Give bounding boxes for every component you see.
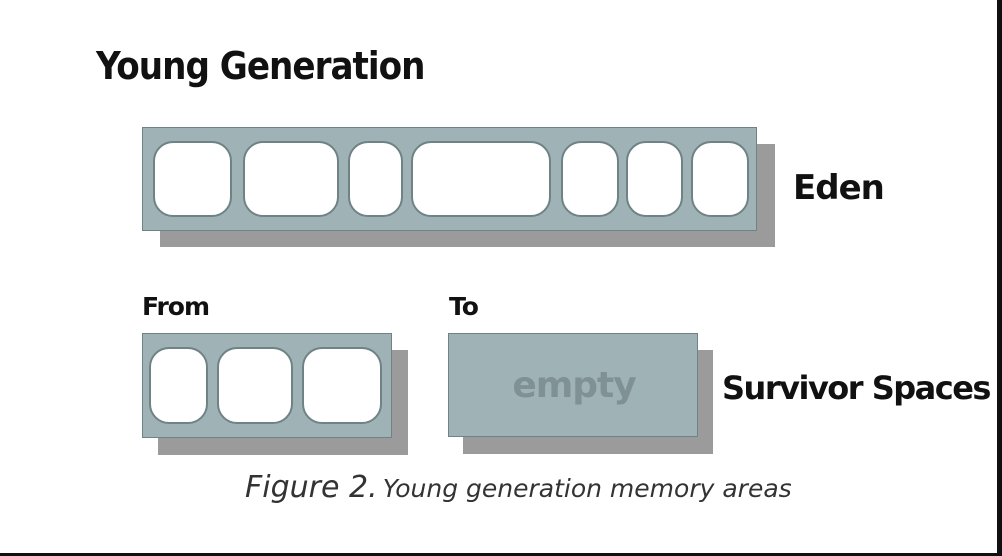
survivor-spaces-label: Survivor Spaces bbox=[722, 369, 991, 407]
from-object bbox=[302, 347, 382, 424]
eden-object bbox=[561, 141, 619, 217]
from-space bbox=[142, 333, 392, 438]
caption-figure-number: Figure 2. bbox=[245, 470, 378, 505]
frame-right-border bbox=[997, 0, 1002, 556]
eden-space bbox=[142, 127, 757, 231]
from-object bbox=[217, 347, 293, 424]
figure-caption: Figure 2. Young generation memory areas bbox=[245, 470, 792, 505]
caption-text: Young generation memory areas bbox=[382, 474, 792, 503]
frame-bottom-border bbox=[0, 553, 1002, 556]
to-space-empty-text: empty bbox=[512, 365, 636, 406]
eden-object bbox=[243, 141, 339, 217]
eden-object bbox=[691, 141, 749, 217]
eden-object bbox=[153, 141, 232, 217]
to-label: To bbox=[449, 292, 479, 321]
eden-object bbox=[626, 141, 683, 217]
eden-object bbox=[411, 141, 551, 217]
from-object bbox=[149, 347, 208, 424]
diagram-title: Young Generation bbox=[96, 44, 425, 88]
eden-label: Eden bbox=[793, 168, 885, 208]
eden-object bbox=[348, 141, 403, 217]
from-label: From bbox=[142, 292, 210, 321]
to-space: empty bbox=[448, 333, 698, 437]
